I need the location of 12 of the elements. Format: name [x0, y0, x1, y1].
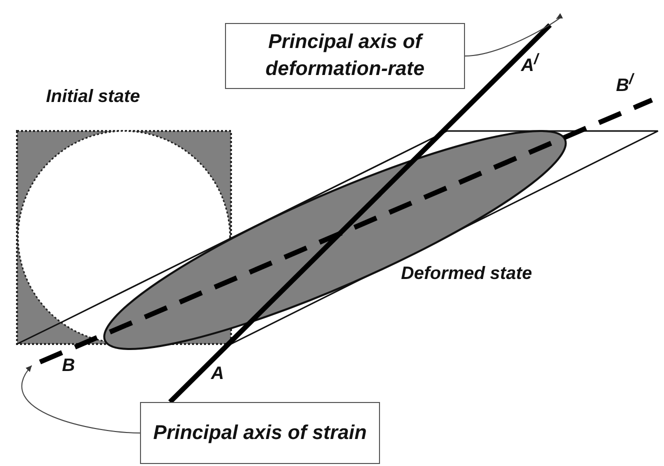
- axis-letter: A$^{/}$: [521, 50, 538, 75]
- leader-arrow: [21, 365, 140, 434]
- axis-letter: B$^{/}$: [616, 70, 634, 95]
- label-box: [140, 402, 380, 464]
- state-label: Initial state: [46, 86, 140, 106]
- axis-letter: B: [62, 355, 75, 375]
- box-text: Principal axis of deformation-rate: [264, 30, 426, 82]
- axis-line: [168, 23, 552, 404]
- box-text: Principal axis of strain: [153, 420, 367, 446]
- axis-letter: A: [211, 363, 224, 383]
- state-label: Deformed state: [401, 263, 532, 283]
- leader-arrow: [464, 13, 564, 56]
